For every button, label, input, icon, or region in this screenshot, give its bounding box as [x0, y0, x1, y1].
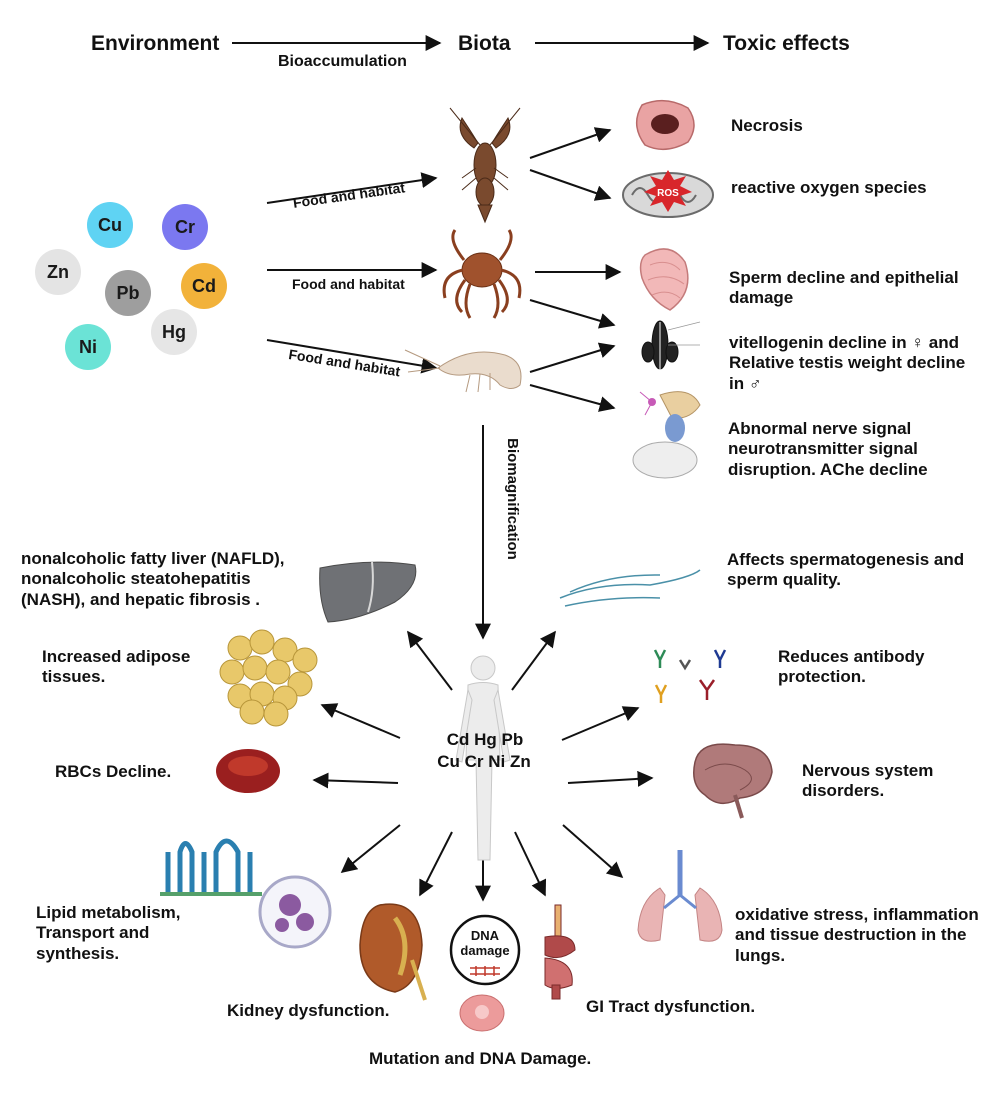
food-habitat-label-2: Food and habitat — [292, 276, 405, 292]
metal-symbol: Cu — [98, 214, 122, 235]
lipid-droplet-icon — [258, 875, 332, 949]
metal-ion-cu: Cu — [87, 202, 133, 248]
kidney-icon — [359, 903, 427, 1001]
human-metals-line2: Cu Cr Ni Zn — [437, 752, 531, 771]
shrimp-icon — [404, 349, 522, 393]
adipocyte — [227, 635, 253, 661]
human-metals-line1: Cd Hg Pb — [446, 730, 524, 749]
lipid-label: Lipid metabolism, Transport and synthesi… — [36, 903, 181, 963]
adipose-label: Increased adipose tissues. — [42, 647, 191, 687]
bioaccumulation-label: Bioaccumulation — [278, 53, 407, 70]
lungs-label: oxidative stress, inflammation and tissu… — [735, 905, 979, 965]
nafld-label: nonalcoholic fatty liver (NAFLD), nonalc… — [21, 549, 285, 609]
dna-damage-badge — [449, 914, 521, 986]
adipocyte — [292, 647, 318, 673]
toxic-effects-header: Toxic effects — [723, 32, 850, 55]
adipocyte — [249, 629, 275, 655]
metal-ion-cr: Cr — [162, 204, 208, 250]
ros-label: reactive oxygen species — [731, 178, 927, 197]
adipocyte — [263, 701, 289, 727]
adipocyte — [242, 655, 268, 681]
environment-header: Environment — [91, 32, 220, 55]
metal-symbol: Cr — [174, 216, 195, 237]
metal-symbol: Hg — [162, 321, 186, 342]
metal-symbol: Zn — [47, 261, 69, 282]
mutation-label: Mutation and DNA Damage. — [369, 1049, 592, 1068]
metal-ion-cd: Cd — [181, 263, 227, 309]
brain-icon — [693, 743, 773, 819]
food-habitat-arrows — [266, 172, 438, 374]
sperm-decline-label: Sperm decline and epithelial damage — [729, 268, 959, 308]
metal-ion-ni: Ni — [65, 324, 111, 370]
lungs-icon — [637, 850, 723, 942]
biomagnification-label: Biomagnification — [504, 438, 521, 560]
antibody-label: Reduces antibody protection. — [778, 647, 925, 687]
biota-effect-arrows — [529, 127, 622, 412]
mutated-cell-icon — [459, 994, 505, 1032]
liver-icon — [319, 561, 417, 623]
rbc-icon — [216, 749, 280, 793]
rbc-label: RBCs Decline. — [55, 762, 172, 781]
metal-symbol: Ni — [79, 336, 97, 357]
human-effect-arrows — [312, 630, 654, 902]
ros-mitochondrion-icon: ROS — [622, 170, 714, 218]
metal-ion-zn: Zn — [35, 249, 81, 295]
epithelial-tissue-icon — [639, 248, 689, 311]
metal-symbol: Pb — [116, 282, 140, 303]
crab-icon — [442, 229, 522, 319]
dna-helix-icon — [470, 966, 500, 976]
necrosis-tissue-icon — [636, 99, 695, 151]
nervous-label: Nervous system disorders. — [802, 761, 934, 801]
sperm-cells-icon — [559, 569, 701, 607]
biota-header: Biota — [458, 32, 511, 55]
vitellogenin-label: vitellogenin decline in ♀ and Relative t… — [729, 333, 966, 393]
reproductive-organ-icon — [641, 320, 701, 372]
lobster-icon — [449, 107, 521, 224]
human-body-icon — [455, 655, 511, 861]
adipose-tissue-icon — [219, 629, 318, 727]
adipocyte — [239, 699, 265, 725]
ros-badge: ROS — [657, 188, 679, 199]
dna-damage-label: DNA damage — [460, 928, 510, 958]
synapse-icon — [632, 391, 701, 479]
membrane-receptor-icon — [160, 838, 262, 896]
metal-ion-pb: Pb — [105, 270, 151, 316]
adipocyte — [219, 659, 245, 685]
nerve-signal-label: Abnormal nerve signal neurotransmitter s… — [728, 419, 928, 479]
gi-tract-label: GI Tract dysfunction. — [586, 997, 756, 1016]
gi-tract-icon — [544, 904, 576, 1000]
adipocyte — [265, 659, 291, 685]
metal-symbol: Cd — [192, 275, 216, 296]
spermatogenesis-label: Affects spermatogenesis and sperm qualit… — [727, 550, 965, 590]
metal-ion-hg: Hg — [151, 309, 197, 355]
kidney-label: Kidney dysfunction. — [227, 1001, 390, 1020]
antibodies-icon — [653, 649, 727, 703]
necrosis-label: Necrosis — [731, 116, 803, 135]
